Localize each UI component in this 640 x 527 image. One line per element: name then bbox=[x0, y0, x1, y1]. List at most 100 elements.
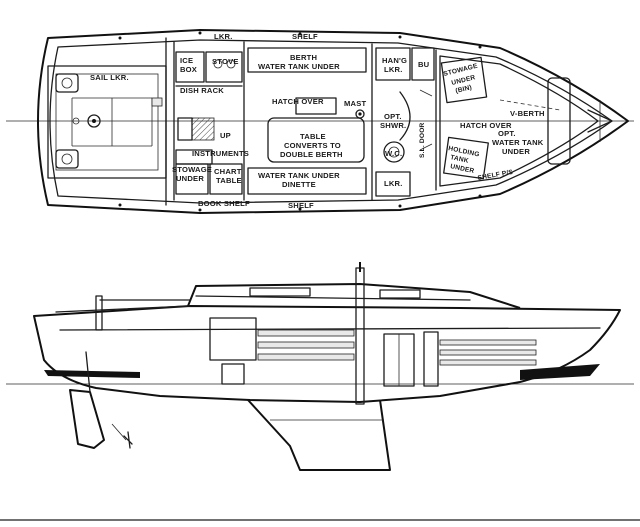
sheer-line bbox=[59, 327, 601, 331]
label-lkr-low: LKR. bbox=[384, 179, 403, 188]
shower-curve bbox=[399, 91, 411, 141]
plan-hull-outline bbox=[37, 29, 629, 214]
label-ice: ICE bbox=[180, 56, 193, 65]
label-opt-water-3: UNDER bbox=[502, 147, 530, 156]
stove-burner-1 bbox=[213, 59, 223, 69]
winch-stbd-drum bbox=[61, 153, 73, 165]
prop-shaft bbox=[111, 423, 127, 441]
cockpit-hatch-a bbox=[151, 97, 163, 107]
label-v-berth: V-BERTH bbox=[510, 109, 545, 118]
lifeline-aft bbox=[55, 305, 191, 313]
head-locker bbox=[375, 171, 411, 197]
settee-stripes bbox=[257, 329, 355, 361]
label-water-tank-under-top: WATER TANK UNDER bbox=[258, 62, 340, 71]
binnacle-icon bbox=[87, 114, 101, 128]
label-stowage-low-2: UNDER bbox=[176, 174, 204, 183]
bu-locker bbox=[411, 47, 435, 81]
cabin-window-line bbox=[195, 295, 471, 301]
vberth-seam bbox=[499, 99, 561, 111]
label-box: BOX bbox=[180, 65, 197, 74]
label-opt-water-1: OPT. bbox=[498, 129, 516, 138]
label-stove: STOVE bbox=[212, 57, 239, 66]
label-shelf-top: SHELF bbox=[292, 32, 318, 41]
label-holding-3: UNDER bbox=[450, 163, 475, 175]
vberth-ladder bbox=[423, 331, 439, 387]
hanging-locker bbox=[375, 47, 411, 81]
label-bu: BU bbox=[418, 60, 430, 69]
stern-post bbox=[95, 295, 103, 331]
wc-bowl bbox=[388, 146, 400, 158]
main-hatch bbox=[295, 97, 337, 115]
cockpit-floor bbox=[71, 97, 153, 147]
salon-table bbox=[267, 117, 365, 163]
label-hatch-over-fwd: HATCH OVER bbox=[460, 121, 512, 130]
engine-box bbox=[221, 363, 245, 385]
label-wc: W.C. bbox=[385, 149, 402, 158]
label-holding-2: TANK bbox=[450, 154, 470, 165]
label-dish-rack: DISH RACK bbox=[180, 86, 224, 95]
sliding-door-marks bbox=[419, 89, 433, 151]
rudder bbox=[69, 389, 105, 449]
label-hang-1: HAN'G bbox=[382, 56, 407, 65]
label-shelf-bottom: SHELF bbox=[288, 201, 314, 210]
label-hang-2: LKR. bbox=[384, 65, 403, 74]
rudder-stock bbox=[85, 351, 91, 393]
mast-step-icon bbox=[355, 109, 365, 119]
label-berth: BERTH bbox=[290, 53, 317, 62]
binnacle-center bbox=[92, 119, 96, 123]
cabin-fwd-window bbox=[379, 289, 421, 299]
label-sail-lkr: SAIL LKR. bbox=[90, 73, 129, 82]
profile-view bbox=[6, 262, 634, 471]
winch-port-drum bbox=[61, 77, 73, 89]
galley-profile bbox=[209, 317, 257, 361]
label-stowage-low-1: STOWAGE bbox=[172, 165, 212, 174]
cockpit bbox=[47, 65, 167, 179]
chart-table bbox=[209, 163, 243, 195]
cabin-port-window bbox=[249, 287, 311, 297]
label-table-3: DOUBLE BERTH bbox=[280, 150, 343, 159]
label-table-1: TABLE bbox=[300, 132, 326, 141]
label-chart-1: CHART bbox=[214, 167, 242, 176]
label-opt-2: SHWR. bbox=[380, 121, 406, 130]
holding-tank bbox=[443, 136, 489, 180]
cockpit-inner bbox=[55, 73, 159, 171]
plan-deck-inner bbox=[49, 39, 613, 204]
companionway-steps bbox=[191, 117, 215, 141]
label-hatch-over-main: HATCH OVER bbox=[272, 97, 324, 106]
boot-stripe-fwd bbox=[520, 364, 600, 380]
anchor-locker bbox=[547, 77, 571, 165]
boot-stripe-aft bbox=[44, 370, 140, 378]
label-chart-2: TABLE bbox=[216, 176, 242, 185]
stove bbox=[205, 51, 243, 83]
winch-port-icon bbox=[55, 73, 79, 93]
winch-stbd-icon bbox=[55, 149, 79, 169]
propeller-icon bbox=[123, 431, 133, 449]
label-instruments: INSTRUMENTS bbox=[192, 149, 249, 158]
berth-stbd bbox=[247, 47, 367, 73]
label-opt-water-2: WATER TANK bbox=[492, 138, 544, 147]
quarter-stowage bbox=[175, 163, 209, 195]
vberth-stripes bbox=[439, 339, 537, 366]
label-up: UP bbox=[220, 131, 231, 140]
label-sl-door: S.L. DOOR bbox=[419, 122, 426, 158]
mast-dot bbox=[358, 112, 362, 116]
sink-icon bbox=[177, 117, 193, 141]
label-water-tank-dinette-2: DINETTE bbox=[282, 180, 316, 189]
label-water-tank-dinette-1: WATER TANK UNDER bbox=[258, 171, 340, 180]
label-lkr-top: LKR. bbox=[214, 32, 233, 41]
wc-icon bbox=[383, 141, 405, 163]
label-opt-1: OPT. bbox=[384, 112, 402, 121]
label-book-shelf: BOOK SHELF bbox=[198, 199, 250, 208]
tiller-post bbox=[72, 117, 80, 125]
label-mast: MAST bbox=[344, 99, 366, 108]
label-stowage-3: (BIN) bbox=[455, 84, 473, 95]
cabin-trunk bbox=[187, 283, 521, 309]
bow-pulpit bbox=[587, 109, 613, 133]
plan-view: SAIL LKR. LKR. SHELF ICE BOX STOVE BERTH… bbox=[6, 29, 634, 214]
stowage-bin bbox=[440, 56, 488, 104]
label-table-2: CONVERTS TO bbox=[284, 141, 341, 150]
stanchions-stbd bbox=[118, 194, 482, 212]
stanchions-port bbox=[118, 31, 482, 49]
